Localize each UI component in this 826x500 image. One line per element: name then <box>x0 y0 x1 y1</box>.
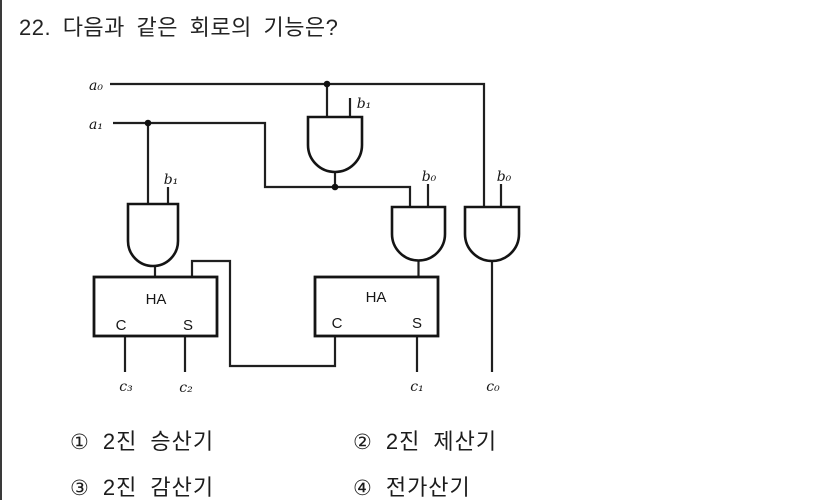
and-gate-a1b0 <box>390 205 447 262</box>
label-b0-right: b₀ <box>497 169 512 185</box>
wire-a1 <box>113 121 412 207</box>
option-2-number: ② <box>353 431 372 454</box>
label-a1: a₁ <box>89 117 103 133</box>
wire-a0 <box>110 82 486 207</box>
and-gate-a0b0 <box>463 205 521 263</box>
option-4-number: ④ <box>353 477 372 500</box>
option-1: ① 2진 승산기 <box>70 424 214 456</box>
and-gate-a0b1 <box>306 115 364 174</box>
option-3-number: ③ <box>70 477 89 500</box>
ha-left-sum-label: S <box>183 317 193 334</box>
option-1-number: ① <box>70 431 89 454</box>
option-2: ② 2진 제산기 <box>353 424 497 456</box>
and-gate-a1b1 <box>126 202 180 268</box>
option-3: ③ 2진 감산기 <box>70 470 214 500</box>
label-c2: c₂ <box>179 380 193 396</box>
option-2-label: 2진 제산기 <box>385 429 498 454</box>
ha-left-title: HA <box>146 291 167 308</box>
label-b1-top: b₁ <box>357 96 372 112</box>
option-3-label: 2진 감산기 <box>102 475 215 500</box>
option-1-label: 2진 승산기 <box>102 429 215 454</box>
ha-left-carry-label: C <box>116 317 127 334</box>
label-c0: c₀ <box>486 379 500 395</box>
label-a0: a₀ <box>89 78 103 94</box>
half-adder-right-box <box>313 275 440 338</box>
ha-right-carry-label: C <box>332 315 343 332</box>
ha-right-title: HA <box>366 289 387 306</box>
page-left-border <box>0 0 2 500</box>
junction-dot-and2-output <box>331 183 339 191</box>
wire-carry-feedback <box>190 259 337 368</box>
label-b1-left: b₁ <box>164 172 179 188</box>
ha-right-sum-label: S <box>412 315 422 332</box>
label-c3: c₃ <box>119 379 133 395</box>
junction-dot-a1 <box>144 119 152 127</box>
option-4: ④ 전가산기 <box>353 470 471 500</box>
label-b0-mid: b₀ <box>422 169 437 185</box>
junction-dot-a0 <box>323 80 331 88</box>
option-4-label: 전가산기 <box>385 475 471 500</box>
label-c1: c₁ <box>410 379 423 395</box>
half-adder-left-box <box>92 275 219 338</box>
question-title: 22. 다음과 같은 회로의 기능은? <box>19 15 339 40</box>
